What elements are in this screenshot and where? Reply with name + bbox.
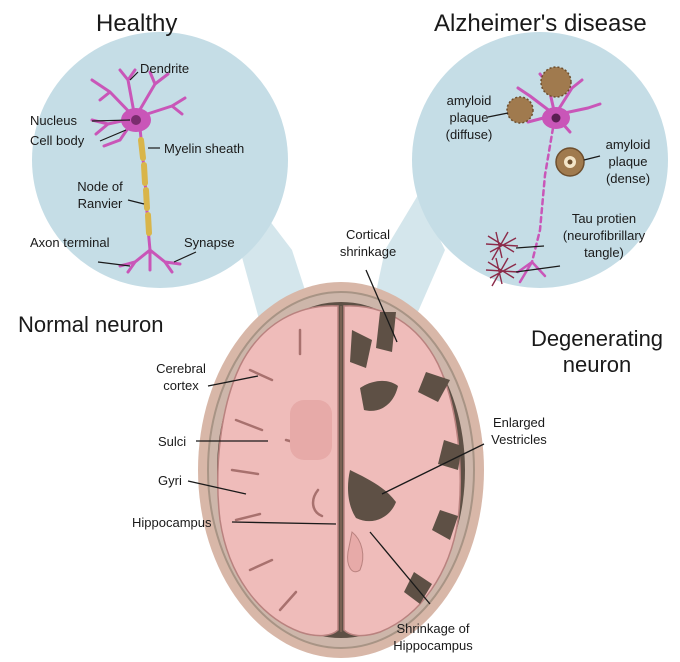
node-of-ranvier-label: Node of Ranvier xyxy=(70,178,130,212)
degenerating-line-1: Degenerating xyxy=(520,326,674,352)
enlarged-ventricles-line-1: Enlarged xyxy=(476,414,562,431)
dendrite-label: Dendrite xyxy=(140,60,189,77)
cerebral-cortex-line-1: Cerebral xyxy=(146,360,216,377)
plaque-diffuse-label: amyloid plaque (diffuse) xyxy=(440,92,498,143)
node-of-ranvier-line-1: Node of xyxy=(70,178,130,195)
tau-protein-line-2: (neurofibrillary xyxy=(544,227,664,244)
cortical-shrinkage-line-1: Cortical xyxy=(330,226,406,243)
sulci-label: Sulci xyxy=(158,433,186,450)
disease-nucleus xyxy=(552,114,561,123)
hippocampus-label: Hippocampus xyxy=(132,514,212,531)
shrinkage-hippocampus-line-1: Shrinkage of xyxy=(380,620,486,637)
healthy-nucleus xyxy=(131,115,141,125)
healthy-title: Healthy xyxy=(96,10,177,38)
gyri-label: Gyri xyxy=(158,472,182,489)
plaque-dense-line-2: plaque xyxy=(596,153,660,170)
cortical-shrinkage-label: Cortical shrinkage xyxy=(330,226,406,260)
alzheimers-title: Alzheimer's disease xyxy=(434,10,647,38)
plaque-diffuse-line-1: amyloid xyxy=(440,92,498,109)
plaque-diffuse-line-2: plaque xyxy=(440,109,498,126)
left-thalamus xyxy=(290,400,332,460)
enlarged-ventricles-label: Enlarged Vestricles xyxy=(476,414,562,448)
myelin-sheath-label: Myelin sheath xyxy=(164,140,244,157)
cerebral-cortex-line-2: cortex xyxy=(146,377,216,394)
enlarged-ventricles-line-2: Vestricles xyxy=(476,431,562,448)
plaque-dense-label: amyloid plaque (dense) xyxy=(596,136,660,187)
tau-protein-label: Tau protien (neurofibrillary tangle) xyxy=(544,210,664,261)
nucleus-label: Nucleus xyxy=(30,112,77,129)
normal-neuron-label: Normal neuron xyxy=(18,312,164,338)
cerebral-cortex-label: Cerebral cortex xyxy=(146,360,216,394)
synapse-label: Synapse xyxy=(184,234,235,251)
degenerating-line-2: neuron xyxy=(520,352,674,378)
plaque-dense-line-1: amyloid xyxy=(596,136,660,153)
tau-protein-line-3: tangle) xyxy=(544,244,664,261)
degenerating-neuron-label: Degenerating neuron xyxy=(520,326,674,378)
node-of-ranvier-line-2: Ranvier xyxy=(70,195,130,212)
tau-protein-line-1: Tau protien xyxy=(544,210,664,227)
axon-terminal-label: Axon terminal xyxy=(30,234,109,251)
cell-body-label: Cell body xyxy=(30,132,84,149)
shrinkage-hippocampus-line-2: Hippocampus xyxy=(380,637,486,654)
cortical-shrinkage-line-2: shrinkage xyxy=(330,243,406,260)
dense-plaque xyxy=(556,148,584,176)
plaque-diffuse-line-3: (diffuse) xyxy=(440,126,498,143)
plaque-dense-line-3: (dense) xyxy=(596,170,660,187)
shrinkage-of-hippocampus-label: Shrinkage of Hippocampus xyxy=(380,620,486,654)
